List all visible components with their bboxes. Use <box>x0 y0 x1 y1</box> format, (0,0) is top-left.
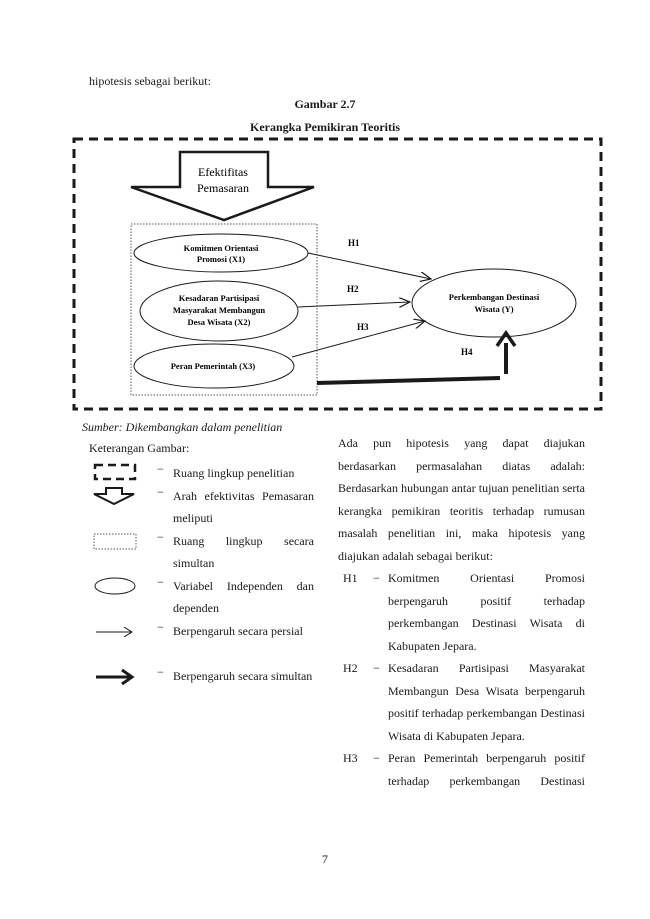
label-h2: H2 <box>347 284 359 294</box>
variable-x2-line3: Desa Wisata (X2) <box>188 317 251 327</box>
variable-y-line2: Wisata (Y) <box>474 304 513 314</box>
thin-arrow-icon <box>96 626 133 638</box>
legend-dash: − <box>157 530 164 544</box>
down-arrow-icon <box>93 487 135 505</box>
dashed-rect-icon <box>93 463 137 481</box>
simultaneous-scope-box <box>130 223 318 396</box>
legend-text: Ruang lingkup secara simultan <box>173 534 314 570</box>
variable-x1-line1: Komitmen Orientasi <box>184 243 259 253</box>
legend-dash: − <box>157 620 164 634</box>
variable-x2-line1: Kesadaran Partisipasi <box>179 293 260 303</box>
hypothesis-text: Kesadaran Partisipasi Masyarakat Membang… <box>388 661 585 743</box>
dotted-rect-icon <box>93 533 137 550</box>
variable-x3-label: Peran Pemerintah (X3) <box>171 361 256 371</box>
hypothesis-label: H3 <box>343 751 358 765</box>
hypothesis-section: Ada pun hipotesis yang dapat diajukan be… <box>338 432 585 792</box>
intro-text: hipotesis sebagai berikut: <box>89 74 211 88</box>
label-h4: H4 <box>461 347 473 357</box>
figure-number: Gambar 2.7 <box>294 97 356 111</box>
hypothesis-text: Peran Pemerintah berpengaruh positif ter… <box>388 751 585 788</box>
legend-item-simultaneous-effect: − Berpengaruh secara simultan <box>92 665 314 709</box>
arrow-h2 <box>297 302 410 308</box>
legend-text: Arah efektivitas Pemasaran meliputi <box>173 489 314 525</box>
variable-x1-line2: Promosi (X1) <box>197 254 245 264</box>
legend-dash: − <box>373 751 380 765</box>
legend-text: Berpengaruh secara persial <box>173 624 303 638</box>
page-number: 7 <box>322 852 328 866</box>
arrow-label-line1: Efektifitas <box>198 165 248 179</box>
arrow-h3 <box>291 321 425 358</box>
hypothesis-item-h1: H1 − Komitmen Orientasi Promosi berpenga… <box>338 567 585 657</box>
legend-dash: − <box>373 571 380 585</box>
variable-x2-line2: Masyarakat Membangun <box>173 305 266 315</box>
legend-text: Ruang lingkup penelitian <box>173 466 295 480</box>
legend-dash: − <box>157 462 164 476</box>
marketing-effectiveness-arrow <box>130 150 315 222</box>
legend-item-partial-effect: − Berpengaruh secara persial <box>92 620 314 664</box>
legend-item-marketing-direction: − Arah efektivitas Pemasaran meliputi <box>92 485 314 529</box>
legend-dash: − <box>157 575 164 589</box>
legend-title: Keterangan Gambar: <box>89 441 190 455</box>
body-paragraph: Ada pun hipotesis yang dapat diajukan be… <box>338 436 585 563</box>
hypothesis-label: H2 <box>343 661 358 675</box>
hypothesis-text: Komitmen Orientasi Promosi berpengaruh p… <box>388 571 585 653</box>
arrow-h4-head <box>495 329 517 347</box>
variable-y-ellipse <box>411 268 577 338</box>
legend-item-simultaneous-scope: − Ruang lingkup secara simultan <box>92 530 314 574</box>
variable-y-line1: Perkembangan Destinasi <box>449 292 540 302</box>
label-h1: H1 <box>348 238 360 248</box>
hypothesis-label: H1 <box>343 571 358 585</box>
label-h3: H3 <box>357 322 369 332</box>
legend-text: Berpengaruh secara simultan <box>173 669 313 683</box>
hypothesis-item-h3: H3 − Peran Pemerintah berpengaruh positi… <box>338 747 585 792</box>
hypothesis-item-h2: H2 − Kesadaran Partisipasi Masyarakat Me… <box>338 657 585 747</box>
legend-item-variables: − Variabel Independen dan dependen <box>92 575 314 619</box>
source-note: Sumber: Dikembangkan dalam penelitian <box>82 420 283 434</box>
variable-x1-ellipse <box>133 233 309 273</box>
research-scope-box <box>72 137 603 411</box>
legend-dash: − <box>157 665 164 679</box>
legend-dash: − <box>373 661 380 675</box>
thick-arrow-icon <box>96 668 135 686</box>
framework-diagram: Efektifitas Pemasaran Komitmen Orientasi… <box>72 137 603 411</box>
variable-x2-ellipse <box>139 280 299 342</box>
legend-text: Variabel Independen dan dependen <box>173 579 314 615</box>
legend-item-research-scope: − Ruang lingkup penelitian <box>92 462 314 506</box>
arrow-label-line2: Pemasaran <box>197 181 249 195</box>
variable-x3-ellipse <box>133 343 295 389</box>
arrow-h1 <box>307 252 431 279</box>
ellipse-icon <box>94 577 136 595</box>
arrow-h4-simultaneous <box>316 376 501 385</box>
figure-title: Kerangka Pemikiran Teoritis <box>250 120 400 134</box>
legend-dash: − <box>157 485 164 499</box>
